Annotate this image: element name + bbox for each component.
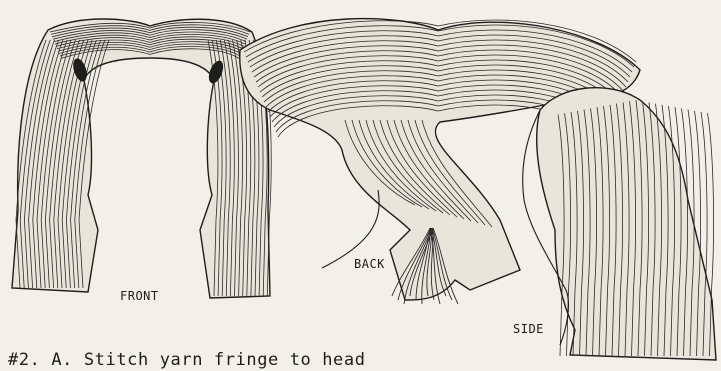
side-label: SIDE	[513, 322, 544, 336]
back-label: BACK	[354, 257, 385, 271]
instruction-caption: #2. A. Stitch yarn fringe to head	[8, 350, 366, 370]
front-hair-figure	[12, 19, 271, 298]
front-label: FRONT	[120, 289, 159, 303]
side-hair-figure	[523, 88, 716, 360]
